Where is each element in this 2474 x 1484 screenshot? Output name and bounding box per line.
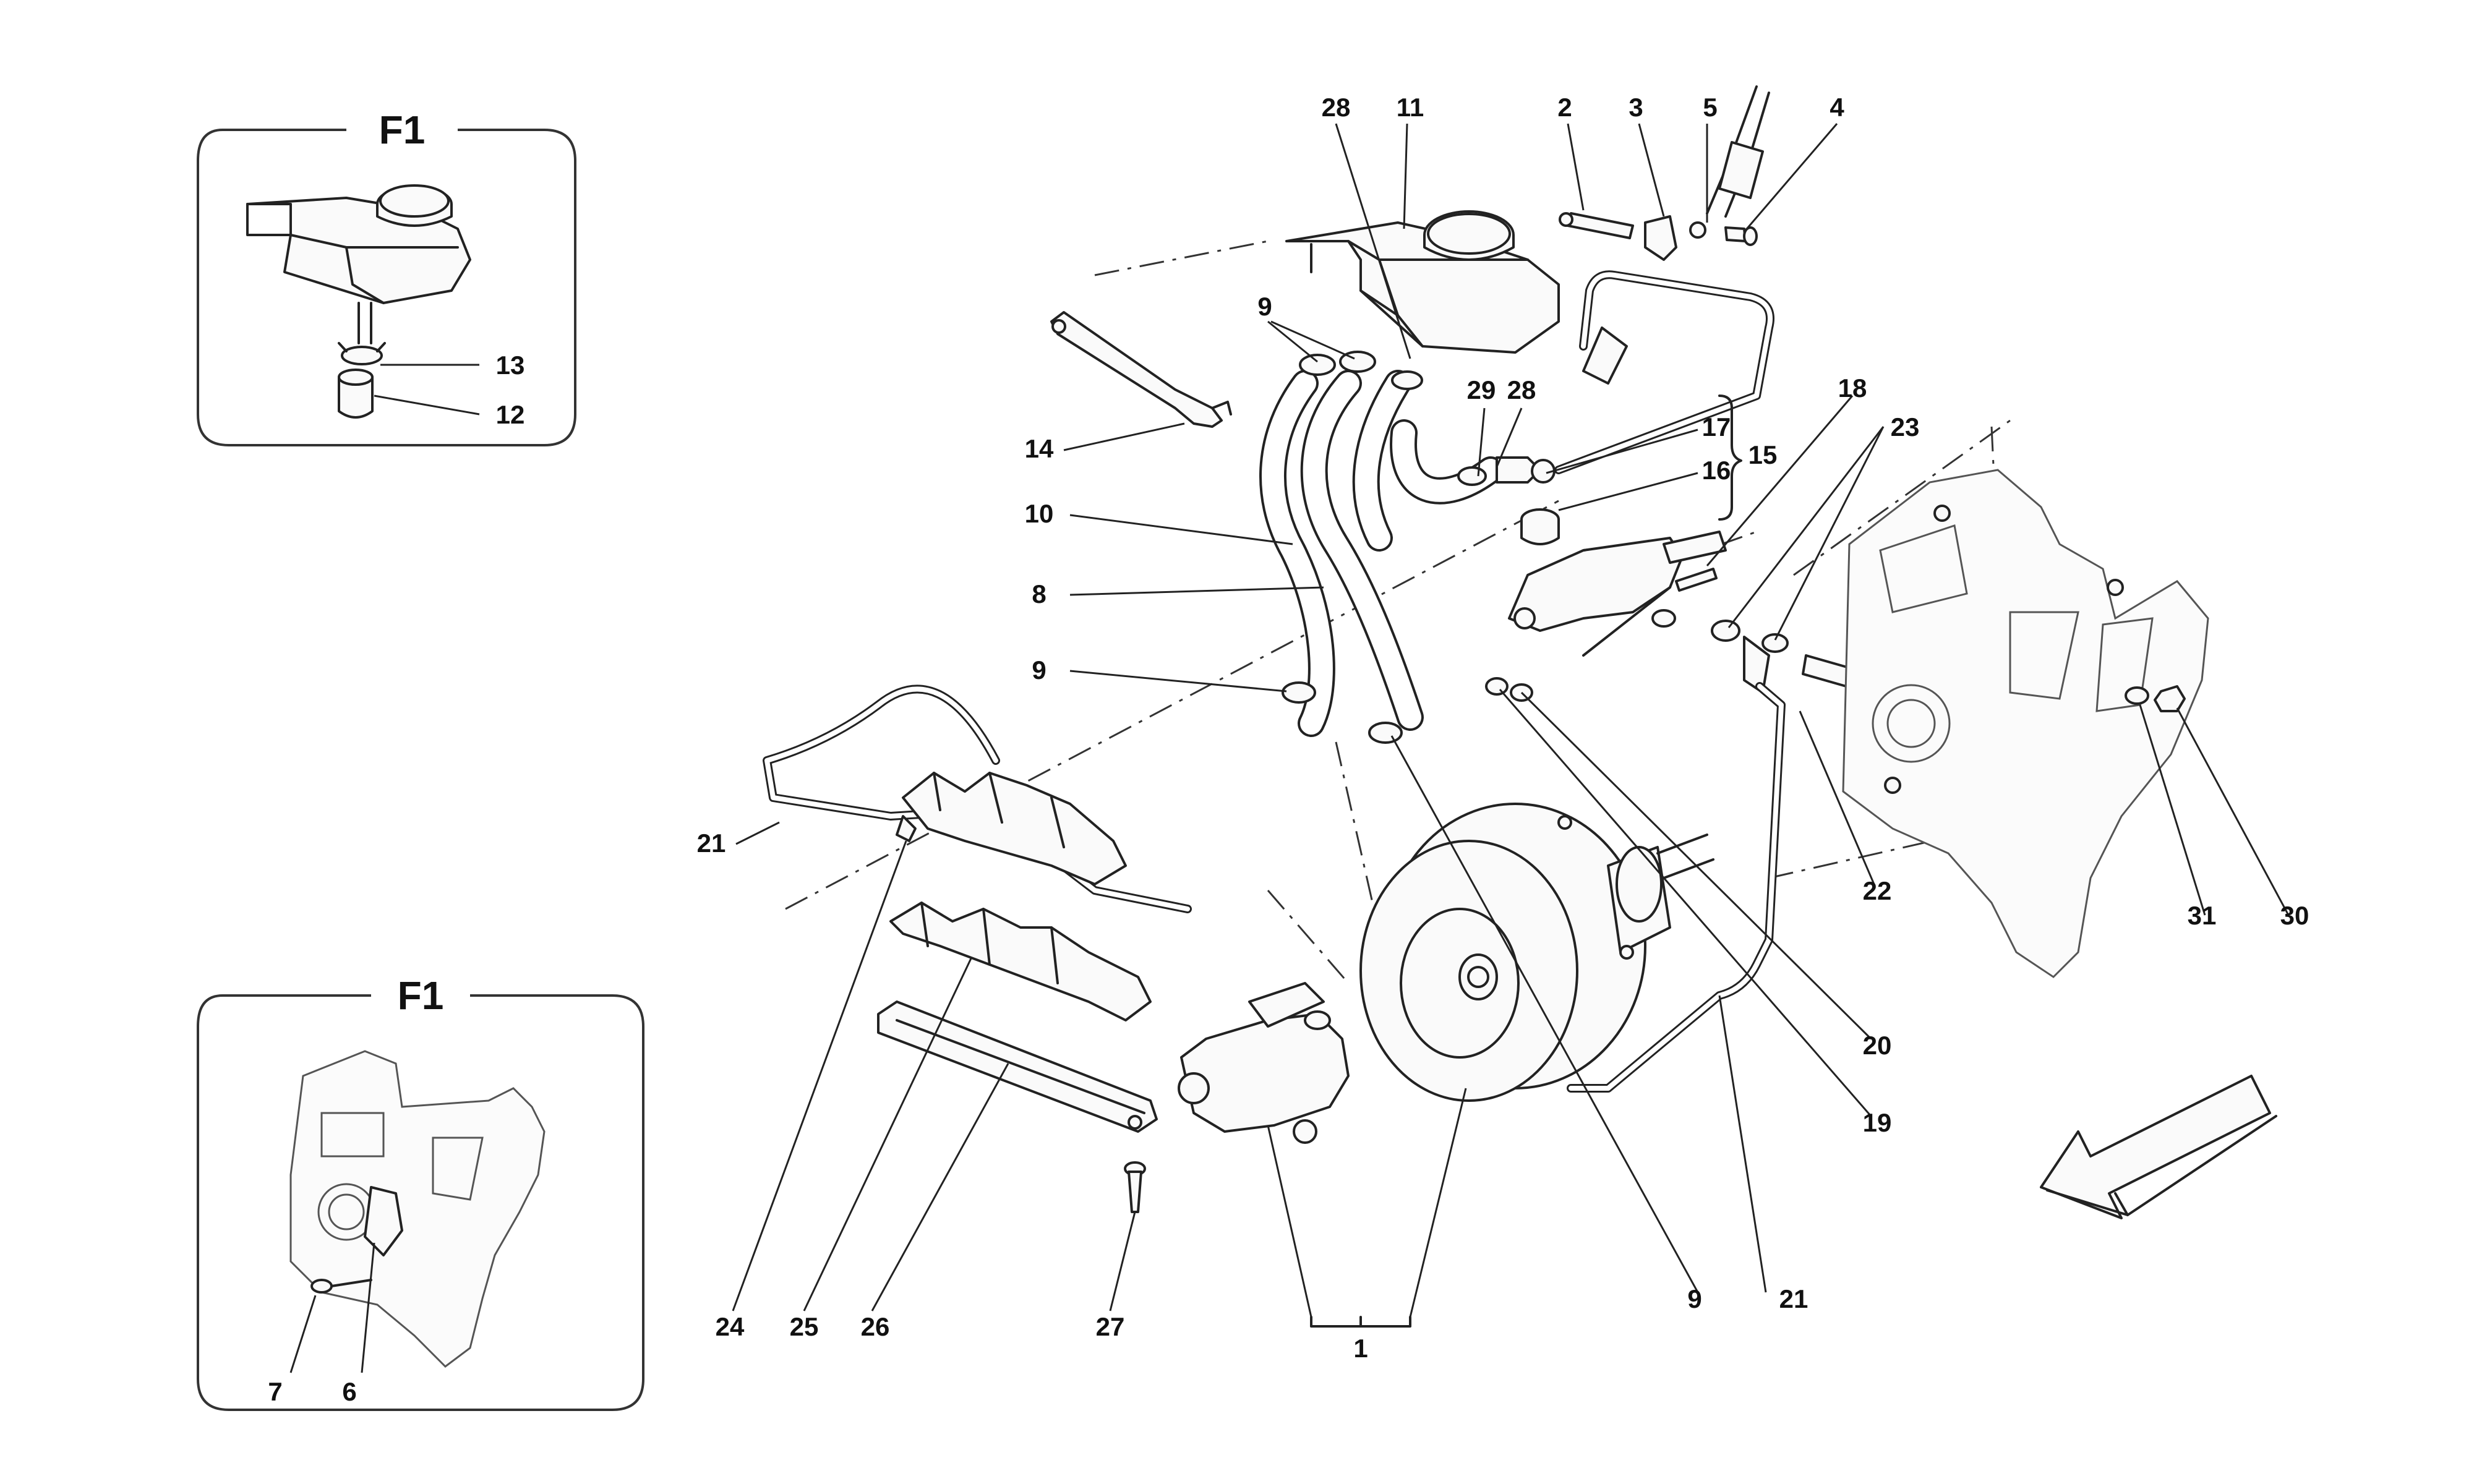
label-9-top: 9 [1257,292,1272,321]
label-3: 3 [1629,93,1643,122]
nut-30-washer-31 [2125,685,2186,712]
pedal-support-bracket [1842,469,2209,978]
inset-reservoir-drawing [246,184,471,344]
brake-master-cylinder [1178,982,1350,1144]
label-9-bottom: 9 [1687,1284,1701,1313]
brake-fluid-reservoir [1285,210,1560,354]
connector-28-29 [1496,456,1556,484]
label-2: 2 [1557,93,1572,122]
label-12: 12 [496,400,525,429]
label-1: 1 [1353,1334,1368,1363]
label-26: 26 [861,1312,890,1341]
hoses-10-8 [1259,370,1504,737]
part-labels: 28 11 2 3 5 4 9 29 28 14 17 15 16 18 23 … [697,93,2309,1363]
label-27: 27 [1096,1312,1125,1341]
label-30: 30 [2280,901,2309,930]
direction-arrow-icon [2040,1075,2277,1219]
label-14: 14 [1025,434,1054,463]
inset-f1-top: F1 13 12 [197,108,576,446]
label-11: 11 [1397,93,1424,122]
label-22: 22 [1863,876,1892,905]
pipe-clip-25 [889,902,1152,1021]
mounting-plate-26 [877,1000,1158,1133]
inset-bolt-7 [310,1279,372,1294]
rigid-pipe-21-left [763,684,1192,913]
label-19: 19 [1863,1108,1892,1137]
label-17: 17 [1702,412,1731,441]
label-28-mid: 28 [1507,375,1536,404]
label-4: 4 [1830,93,1844,122]
reservoir-bracket-14 [1050,311,1232,428]
label-31: 31 [2188,901,2217,930]
label-15: 15 [1748,440,1778,469]
label-16: 16 [1702,456,1731,485]
label-29: 29 [1467,375,1496,404]
label-10: 10 [1025,499,1054,528]
master-cylinder-15 [1508,508,1727,657]
label-25: 25 [790,1312,819,1341]
label-21-left: 21 [697,829,726,858]
leader-lines [732,123,2290,1318]
rigid-pipe-upper [1554,270,1774,474]
pipe-clip-24 [896,772,1127,885]
screw-27 [1124,1161,1146,1213]
brake-booster [1359,803,1714,1102]
inset-f1-bottom: F1 7 6 [197,973,644,1411]
inset-title-bottom: F1 [398,973,444,1018]
label-20: 20 [1863,1031,1892,1060]
label-5: 5 [1703,93,1717,122]
label-23: 23 [1891,412,1920,441]
inset-pedal-bracket-drawing [289,1050,546,1368]
label-24: 24 [716,1312,745,1341]
fittings-2-3-4-5 [1559,85,1770,261]
label-13: 13 [496,351,525,380]
label-7: 7 [268,1377,282,1406]
inset-title-top: F1 [379,108,426,152]
label-18: 18 [1838,373,1867,403]
label-9-mid: 9 [1032,655,1046,684]
rigid-pipe-21-right [1567,682,1786,1093]
inset-clamp-13 [338,342,386,365]
label-8: 8 [1032,579,1046,608]
label-28-top: 28 [1322,93,1351,122]
hose-clamps-9 [1282,351,1487,744]
label-6: 6 [342,1377,356,1406]
label-21-right: 21 [1779,1284,1808,1313]
inset-hose-12 [338,369,374,419]
